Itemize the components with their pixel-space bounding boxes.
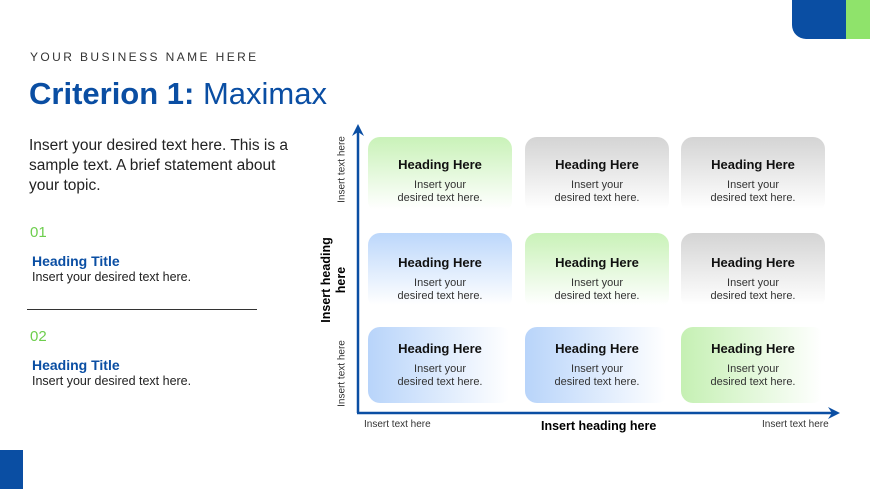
cell-text: Insert your desired text here. (397, 363, 483, 388)
y-bottom-label: Insert text here (336, 340, 348, 407)
axes (352, 124, 840, 419)
cell-heading: Heading Here (555, 255, 639, 270)
cell-heading: Heading Here (711, 255, 795, 270)
bottom-accent-blue (0, 450, 23, 489)
cell-text: Insert your desired text here. (554, 363, 640, 388)
title-bold: Criterion 1: (29, 76, 195, 111)
cell-heading: Heading Here (711, 341, 795, 356)
item-number: 02 (30, 328, 47, 345)
cell-text: Insert your desired text here. (710, 179, 796, 204)
item-title: Heading Title (32, 357, 120, 373)
business-name: YOUR BUSINESS NAME HERE (30, 50, 259, 64)
x-arrow-icon (828, 407, 840, 419)
corner-accent-green (846, 0, 870, 39)
page-title: Criterion 1: Maximax (29, 76, 327, 112)
y-top-label: Insert text here (336, 136, 348, 203)
x-left-label: Insert text here (364, 419, 431, 430)
y-axis-label: Insert heading here (319, 237, 348, 323)
title-rest: Maximax (202, 76, 327, 111)
corner-accent-blue (792, 0, 846, 39)
cell-text: Insert your desired text here. (710, 277, 796, 302)
cell-heading: Heading Here (555, 157, 639, 172)
item-desc: Insert your desired text here. (32, 270, 192, 284)
item-title: Heading Title (32, 253, 120, 269)
cell-text: Insert your desired text here. (397, 277, 483, 302)
cell-text: Insert your desired text here. (554, 277, 640, 302)
cell-heading: Heading Here (555, 341, 639, 356)
cell-text: Insert your desired text here. (554, 179, 640, 204)
cell-heading: Heading Here (398, 255, 482, 270)
cell-heading: Heading Here (398, 341, 482, 356)
item-number: 01 (30, 224, 47, 241)
x-right-label: Insert text here (762, 419, 829, 430)
y-arrow-icon (352, 124, 364, 136)
cell-text: Insert your desired text here. (710, 363, 796, 388)
intro-text: Insert your desired text here. This is a… (29, 137, 289, 194)
divider (27, 309, 257, 310)
x-axis-label: Insert heading here (541, 419, 657, 433)
cell-heading: Heading Here (711, 157, 795, 172)
cell-heading: Heading Here (398, 157, 482, 172)
item-desc: Insert your desired text here. (32, 374, 192, 388)
cell-text: Insert your desired text here. (397, 179, 483, 204)
